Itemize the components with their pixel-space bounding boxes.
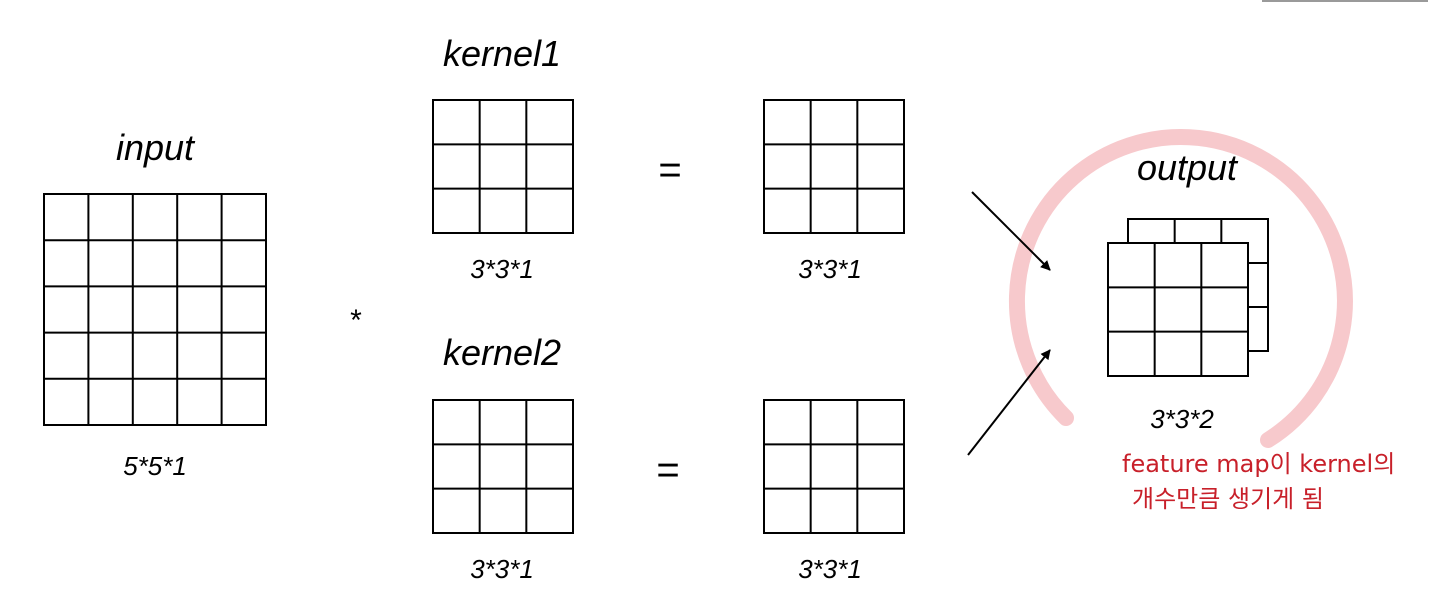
output-label: output (1137, 147, 1239, 188)
arrow-to-output-top (971, 191, 1051, 271)
kernel1-dim-label: 3*3*1 (470, 254, 534, 284)
grid-border (1107, 242, 1249, 377)
equals-operator-1: = (658, 148, 681, 192)
grid-border (432, 399, 574, 534)
convolve-operator: * (350, 304, 362, 337)
kernel1-label: kernel1 (443, 33, 561, 74)
result2-dim-label: 3*3*1 (798, 554, 862, 584)
arrow-to-output-bottom (967, 349, 1051, 456)
annotation-line-1: feature map이 kernel의 (1122, 450, 1395, 478)
result2-grid (763, 399, 905, 534)
equals-operator-2: = (656, 448, 679, 492)
kernel2-dim-label: 3*3*1 (470, 554, 534, 584)
highlight-circle (1008, 129, 1353, 448)
kernel2-label: kernel2 (443, 332, 561, 373)
kernel1-grid (432, 99, 574, 234)
grid-border (43, 193, 267, 426)
input-grid (43, 193, 267, 426)
input-dim-label: 5*5*1 (123, 451, 187, 481)
grid-border (763, 99, 905, 234)
output-dim-label: 3*3*2 (1150, 404, 1214, 434)
grid-border (432, 99, 574, 234)
input-label: input (116, 127, 196, 168)
kernel2-grid (432, 399, 574, 534)
result1-dim-label: 3*3*1 (798, 254, 862, 284)
output-front-grid (1107, 242, 1249, 377)
result1-grid (763, 99, 905, 234)
annotation-line-2: 개수만큼 생기게 됨 (1132, 485, 1324, 513)
grid-border (763, 399, 905, 534)
